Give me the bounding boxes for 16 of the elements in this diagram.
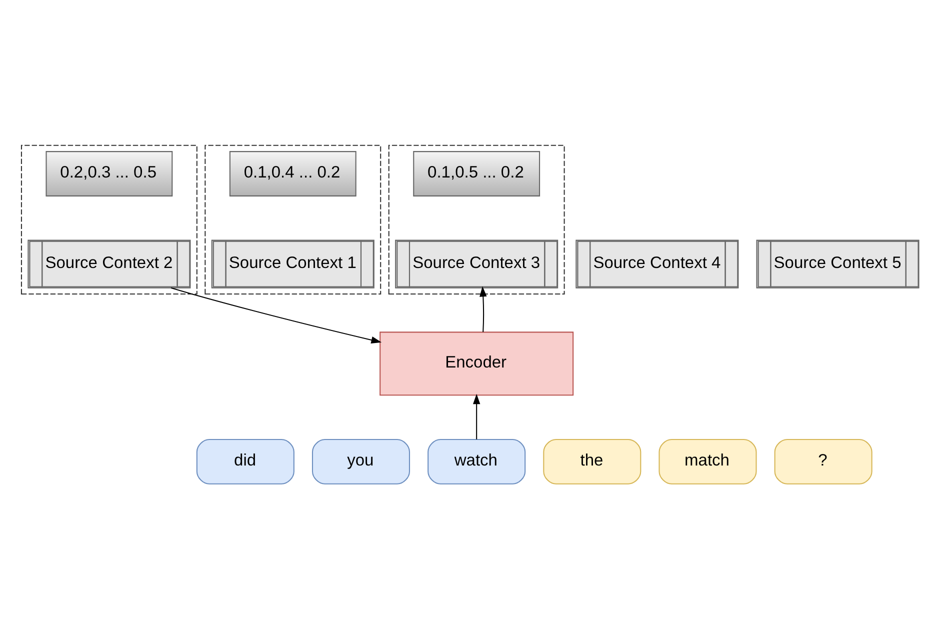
node-box: ? xyxy=(774,438,872,484)
node-box: match xyxy=(658,438,757,484)
node-box: 0.1,0.4 ... 0.2 xyxy=(229,151,356,196)
node-box: 0.1,0.5 ... 0.2 xyxy=(413,151,540,196)
node-box: watch xyxy=(428,438,526,484)
arrow xyxy=(472,394,480,440)
node-box: 0.2,0.3 ... 0.5 xyxy=(46,151,173,196)
arrow xyxy=(170,287,382,344)
node-box: the xyxy=(543,438,642,484)
node-box: you xyxy=(312,438,410,484)
node-box: Encoder xyxy=(380,332,574,396)
node-box: did xyxy=(196,438,294,484)
cluster xyxy=(204,144,382,294)
cluster xyxy=(20,144,198,294)
cluster xyxy=(388,144,565,294)
arrow xyxy=(480,286,487,332)
